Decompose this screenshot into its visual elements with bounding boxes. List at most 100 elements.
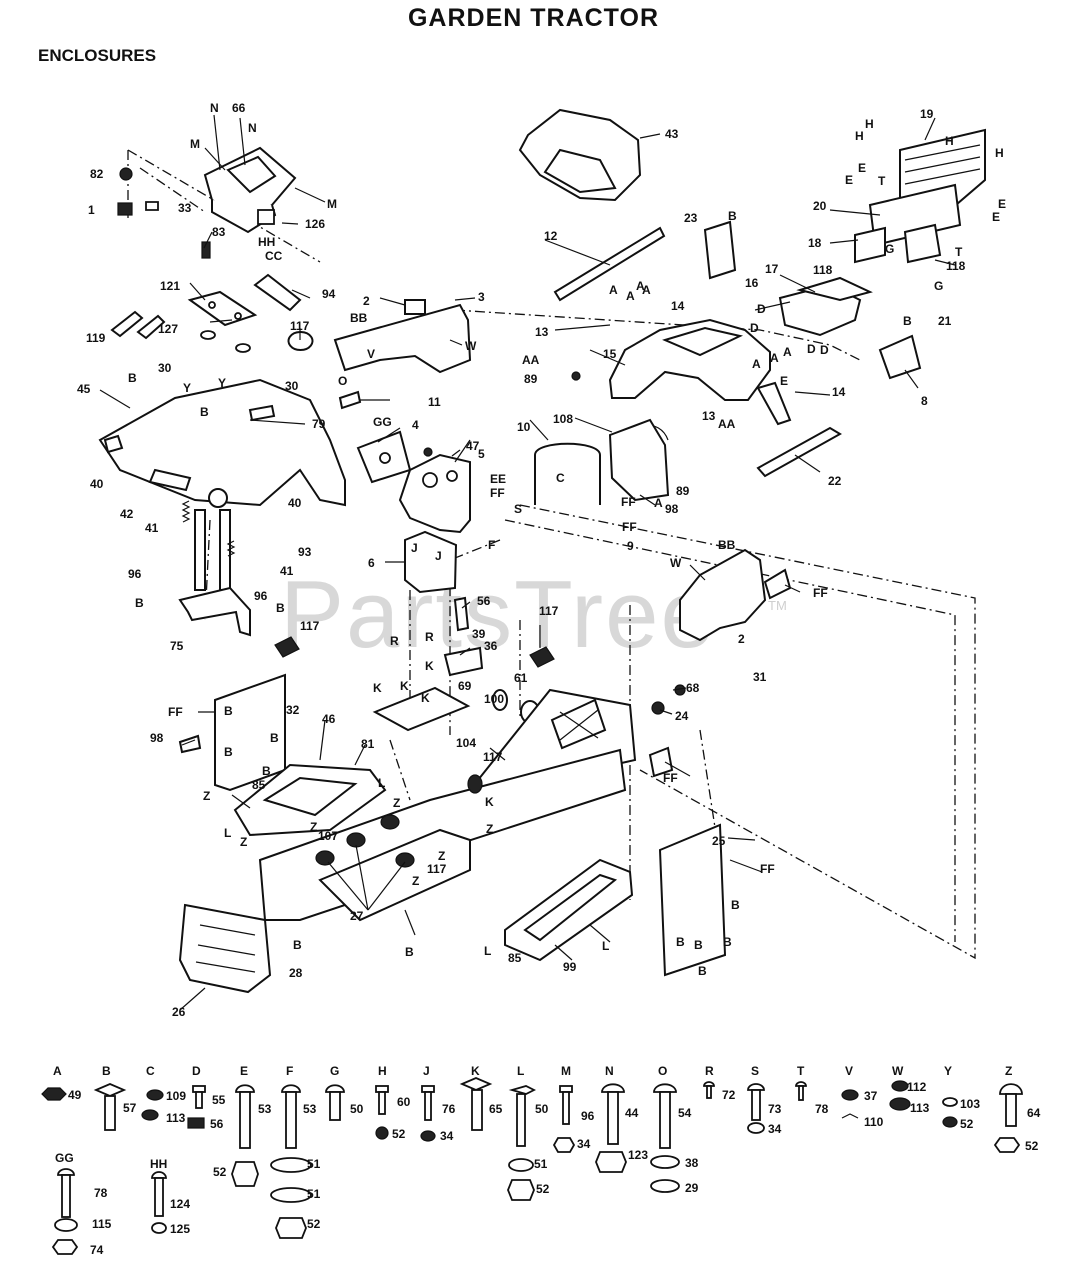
callout-label: B bbox=[200, 405, 209, 419]
u-bolt-10 bbox=[534, 442, 601, 505]
callout-label: 96 bbox=[128, 567, 142, 581]
legend-part-number: 34 bbox=[577, 1137, 591, 1151]
legend-part-number: 38 bbox=[685, 1156, 699, 1170]
callout-label: 42 bbox=[120, 507, 134, 521]
callout-label: T bbox=[955, 245, 963, 259]
callout-label: A bbox=[636, 279, 645, 293]
callout-label: 28 bbox=[289, 966, 303, 980]
callout-label: D bbox=[757, 302, 766, 316]
legend-part-number: 52 bbox=[392, 1127, 406, 1141]
legend-code: O bbox=[658, 1064, 667, 1078]
legend-part-number: 110 bbox=[864, 1115, 884, 1129]
callout-label: 117 bbox=[427, 862, 447, 876]
legend-part-number: 115 bbox=[92, 1217, 112, 1231]
callout-label: 13 bbox=[702, 409, 716, 423]
hardware-legend-icons bbox=[41, 1077, 1023, 1255]
legend-code: K bbox=[471, 1064, 480, 1078]
section-title: ENCLOSURES bbox=[38, 46, 157, 65]
callout-label: E bbox=[780, 374, 788, 388]
callout-label: E bbox=[845, 173, 853, 187]
plate-K bbox=[372, 686, 471, 732]
callout-label: 98 bbox=[665, 502, 679, 516]
legend-part-number: 52 bbox=[307, 1217, 321, 1231]
callout-label: H bbox=[945, 134, 954, 148]
callout-label: D bbox=[807, 342, 816, 356]
callout-label: 2 bbox=[363, 294, 370, 308]
callout-label: B bbox=[731, 898, 740, 912]
legend-code: Z bbox=[1005, 1064, 1012, 1078]
callout-label: 100 bbox=[484, 692, 504, 706]
callout-label: 94 bbox=[322, 287, 336, 301]
legend-part-number: 78 bbox=[94, 1186, 108, 1200]
callout-label: 36 bbox=[484, 639, 498, 653]
rod-14 bbox=[756, 381, 792, 426]
legend-part-number: 51 bbox=[534, 1157, 548, 1171]
callout-label: 40 bbox=[288, 496, 302, 510]
callout-label: Z bbox=[203, 789, 210, 803]
callout-label: E bbox=[992, 210, 1000, 224]
callout-label: 10 bbox=[517, 420, 531, 434]
callout-label: 43 bbox=[665, 127, 679, 141]
callout-label: 127 bbox=[158, 322, 178, 336]
callout-label: A bbox=[654, 496, 663, 510]
callout-label: R bbox=[425, 630, 434, 644]
callout-label: 98 bbox=[150, 731, 164, 745]
hood-support-75 bbox=[178, 500, 251, 637]
callout-label: K bbox=[425, 659, 434, 673]
callout-label: 121 bbox=[160, 279, 180, 293]
bracket-18-21 bbox=[854, 223, 942, 264]
legend-part-number: 52 bbox=[536, 1182, 550, 1196]
callout-label: F bbox=[488, 538, 495, 552]
callout-label: W bbox=[465, 339, 477, 353]
callout-label: Z bbox=[438, 849, 445, 863]
callout-label: 6 bbox=[368, 556, 375, 570]
callout-label: 118 bbox=[813, 263, 833, 277]
callout-label: B bbox=[728, 209, 737, 223]
callout-label: FF bbox=[663, 771, 678, 785]
callout-label: V bbox=[367, 347, 375, 361]
bracket-127 bbox=[187, 241, 258, 353]
legend-part-number: 113 bbox=[166, 1111, 186, 1125]
legend-code: V bbox=[845, 1064, 853, 1078]
callout-label: B bbox=[128, 371, 137, 385]
callout-label: G bbox=[885, 242, 894, 256]
legend-part-number: 64 bbox=[1027, 1106, 1041, 1120]
callout-leaders bbox=[99, 114, 956, 1011]
callout-label: K bbox=[400, 679, 409, 693]
tube-56 bbox=[453, 596, 470, 632]
strip-12 bbox=[553, 226, 666, 302]
legend-part-number: 29 bbox=[685, 1181, 699, 1195]
callout-label: A bbox=[609, 283, 618, 297]
bumpers-117-lower bbox=[315, 684, 686, 868]
legend-part-number: 96 bbox=[581, 1109, 595, 1123]
callout-label: 89 bbox=[524, 372, 538, 386]
callout-label: 9 bbox=[627, 539, 634, 553]
legend-part-number: 60 bbox=[397, 1095, 411, 1109]
legend-code: C bbox=[146, 1064, 155, 1078]
legend-code: A bbox=[53, 1064, 62, 1078]
callout-label: L bbox=[378, 776, 385, 790]
callout-label: 85 bbox=[508, 951, 522, 965]
callout-label: 27 bbox=[350, 909, 364, 923]
callout-label: K bbox=[373, 681, 382, 695]
callout-label: 47 bbox=[466, 439, 480, 453]
callout-label: N bbox=[248, 121, 257, 135]
legend-code: T bbox=[797, 1064, 805, 1078]
legend-part-number: 123 bbox=[628, 1148, 648, 1162]
legend-part-number: 34 bbox=[440, 1129, 454, 1143]
callout-label: AA bbox=[718, 417, 736, 431]
callout-label: 15 bbox=[603, 347, 617, 361]
callout-label: M bbox=[327, 197, 337, 211]
callout-label: A bbox=[626, 289, 635, 303]
callout-label: Y bbox=[183, 381, 191, 395]
callout-label: 56 bbox=[477, 594, 491, 608]
callout-label: EE bbox=[490, 472, 506, 486]
callout-label: AA bbox=[522, 353, 540, 367]
legend-part-number: 103 bbox=[960, 1097, 980, 1111]
callout-label: B bbox=[405, 945, 414, 959]
legend-code: F bbox=[286, 1064, 293, 1078]
